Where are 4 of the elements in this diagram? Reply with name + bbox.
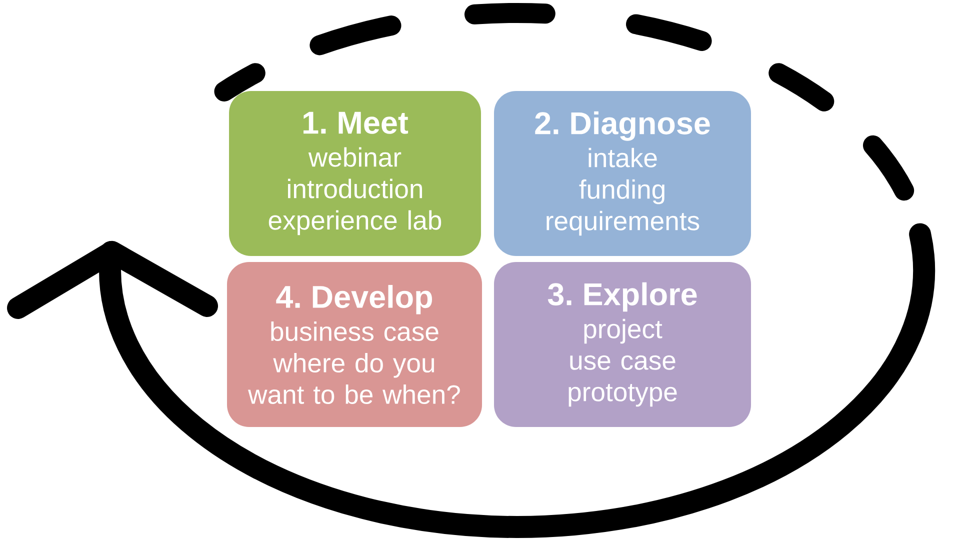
step-box: 1. Meet webinar introduction experience lab xyxy=(229,91,481,256)
step-box: 2. Diagnose intake funding requirements xyxy=(494,91,751,256)
step-box: 4. Develop business case where do you want to be when? xyxy=(227,262,482,427)
step-box: 3. Explore project use case prototype xyxy=(494,262,751,427)
